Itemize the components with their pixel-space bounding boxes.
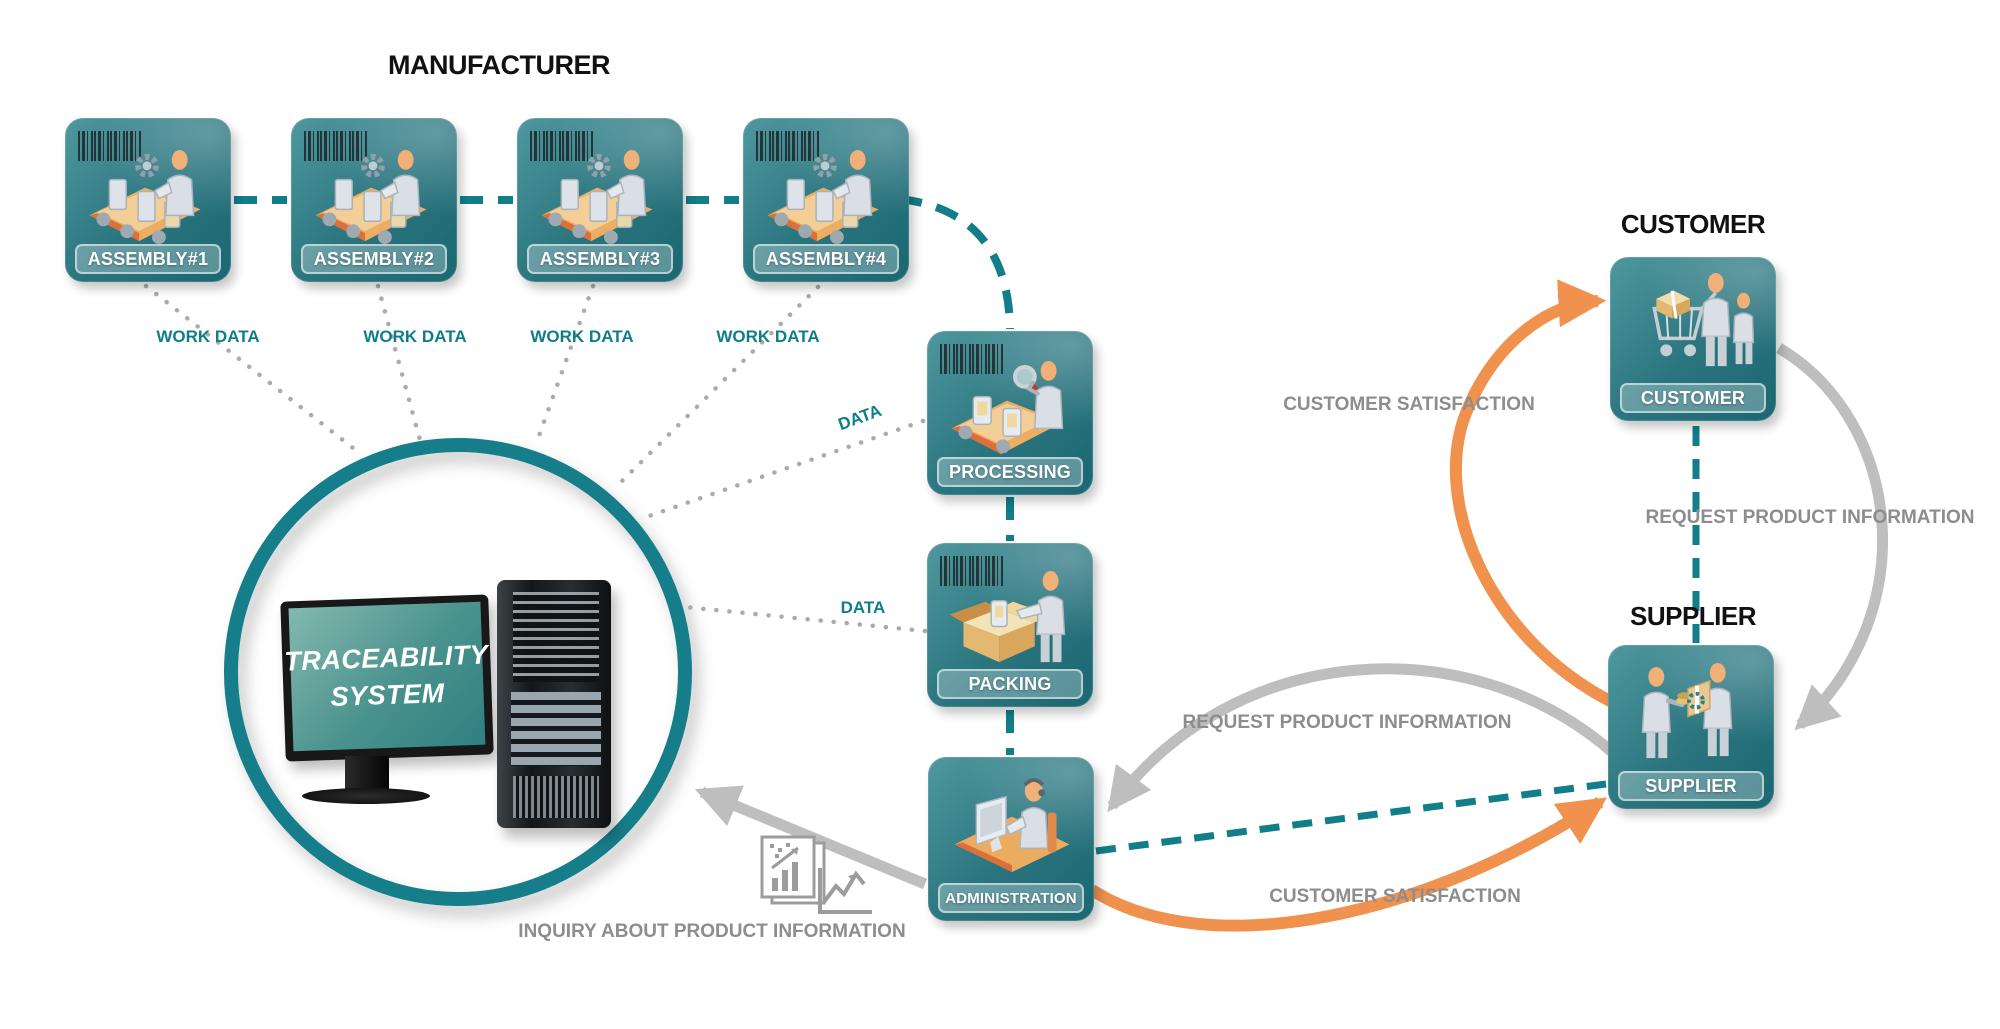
arrow-request-customer-supplier (1776, 343, 1888, 731)
assembly-icon (305, 146, 443, 250)
data-label-packing: DATA (840, 598, 886, 617)
node-label: ASSEMBLY#4 (753, 244, 899, 274)
node-administration: ADMINISTRATION (928, 757, 1094, 921)
assembly-icon (757, 146, 895, 250)
arrow-satisfaction-to-customer (1449, 279, 1615, 708)
node-label: ASSEMBLY#1 (75, 244, 221, 274)
packing-icon (948, 571, 1066, 663)
inquiry-label: INQUIRY ABOUT PRODUCT INFORMATION (518, 921, 906, 942)
barcode-icon (530, 131, 594, 161)
customer-icon (1652, 273, 1756, 368)
node-label: CUSTOMER (1620, 383, 1766, 413)
monitor-base (302, 788, 430, 804)
traceability-screen: TRACEABILITY SYSTEM (284, 601, 489, 752)
assembly-icon (531, 146, 669, 250)
barcode-icon (940, 556, 1004, 586)
node-assembly2: ASSEMBLY#2 (291, 118, 457, 282)
traceability-line2: SYSTEM (330, 677, 446, 712)
dotted-workdata-1 (143, 283, 365, 458)
node-label: ASSEMBLY#2 (301, 244, 447, 274)
dotted-data-processing (646, 418, 926, 519)
work-data-label-2: WORK DATA (363, 327, 467, 346)
node-label: PACKING (937, 669, 1083, 699)
arrow-request-supplier-manufacturer (1107, 663, 1616, 813)
node-packing: PACKING (927, 543, 1093, 707)
dotted-workdata-4 (619, 284, 821, 484)
node-label: PROCESSING (937, 457, 1083, 487)
manufacturer-title: MANUFACTURER (388, 50, 610, 80)
edge-assembly4-processing (898, 195, 1014, 330)
node-label: SUPPLIER (1618, 771, 1764, 801)
monitor-stand (345, 756, 389, 792)
customer-title: CUSTOMER (1620, 209, 1766, 239)
node-assembly1: ASSEMBLY#1 (65, 118, 231, 282)
node-label: ADMINISTRATION (938, 883, 1084, 913)
supplier-title: SUPPLIER (1629, 601, 1757, 631)
node-label: ASSEMBLY#3 (527, 244, 673, 274)
node-customer: CUSTOMER (1610, 257, 1776, 421)
work-data-label-3: WORK DATA (530, 327, 634, 346)
dotted-data-packing (682, 604, 928, 634)
node-assembly3: ASSEMBLY#3 (517, 118, 683, 282)
server-drives (511, 692, 601, 766)
barcode-icon (304, 131, 368, 161)
supplier-icon (1622, 661, 1760, 765)
dotted-workdata-2 (375, 283, 423, 443)
line-chart-icon (818, 868, 872, 914)
dotted-workdata-3 (533, 283, 596, 447)
traceability-circle (224, 438, 692, 906)
server-vents (513, 592, 599, 682)
assembly-icon (79, 146, 217, 250)
work-data-label-4: WORK DATA (716, 327, 820, 346)
request-label-mid: REQUEST PRODUCT INFORMATION (1182, 712, 1512, 733)
barcode-icon (78, 131, 142, 161)
server-rack-icon (497, 580, 611, 828)
node-supplier: SUPPLIER (1608, 645, 1774, 809)
request-label-right: REQUEST PRODUCT INFORMATION (1645, 507, 1975, 528)
server-grille (513, 776, 599, 818)
arrow-satisfaction-to-supplier (1088, 797, 1607, 932)
traceability-monitor: TRACEABILITY SYSTEM (280, 594, 494, 762)
satisfaction-label-upper: CUSTOMER SATISFACTION (1283, 394, 1535, 415)
barcode-icon (756, 131, 820, 161)
report-document-icon (760, 835, 826, 905)
edge-administration-supplier-dashed (1095, 780, 1607, 855)
processing-icon (941, 359, 1079, 463)
work-data-label-1: WORK DATA (156, 327, 260, 346)
barcode-icon (940, 344, 1004, 374)
satisfaction-label-lower: CUSTOMER SATISFACTION (1269, 886, 1521, 907)
traceability-line1: TRACEABILITY (283, 639, 489, 677)
administration-icon (952, 777, 1072, 875)
node-processing: PROCESSING (927, 331, 1093, 495)
node-assembly4: ASSEMBLY#4 (743, 118, 909, 282)
